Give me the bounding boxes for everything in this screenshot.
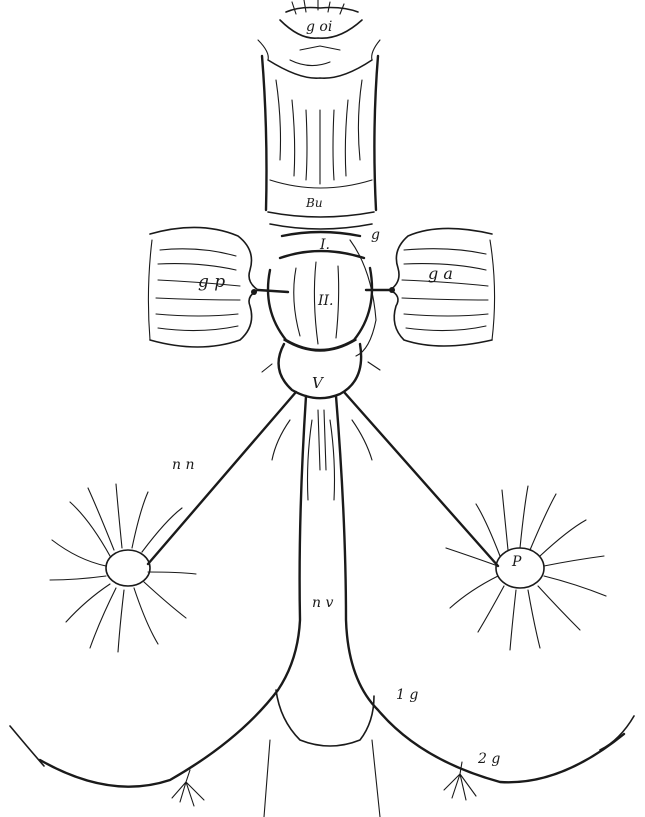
label-v: V bbox=[312, 376, 323, 391]
left-radial-ganglion bbox=[50, 484, 196, 652]
left-connector-dot bbox=[251, 289, 257, 295]
label-goi: g oi bbox=[306, 20, 332, 34]
label-p: P bbox=[512, 555, 521, 569]
label-gp: g p bbox=[198, 274, 225, 291]
right-radial-ganglion bbox=[446, 486, 606, 650]
right-connector-dot bbox=[389, 287, 395, 293]
lower-ganglia bbox=[172, 762, 476, 806]
label-nv: n v bbox=[312, 596, 333, 610]
label-roman-two: II. bbox=[318, 294, 334, 308]
label-2g: 2 g bbox=[478, 752, 500, 766]
ventral-ganglion bbox=[148, 344, 498, 566]
label-1g: 1 g bbox=[396, 688, 418, 702]
right-wing-ganglion bbox=[366, 228, 495, 346]
oral-head-region bbox=[258, 0, 380, 78]
label-nn: n n bbox=[172, 458, 194, 472]
label-g-right: g bbox=[371, 228, 380, 242]
label-bu: Bu bbox=[306, 197, 323, 209]
label-ga: g a bbox=[428, 266, 453, 282]
label-roman-one: I. bbox=[320, 238, 330, 252]
